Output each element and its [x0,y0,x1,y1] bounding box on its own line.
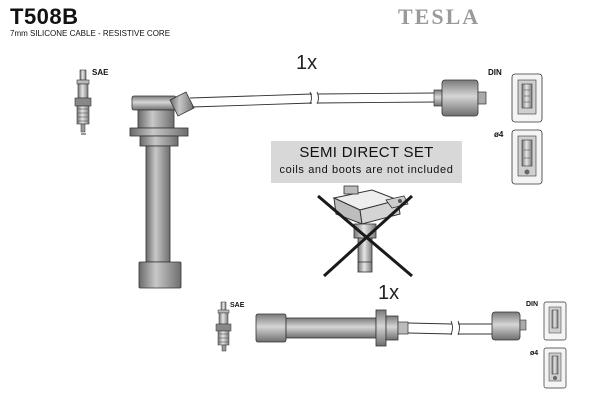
cable-2-wire [407,320,492,336]
din-terminal-icon [511,73,543,123]
cable-2-diameter-label: ø4 [530,350,539,357]
cable-2-din-label: DIN [526,301,539,308]
notice-title: SEMI DIRECT SET [299,144,434,161]
cable-2-plug-label: SAE [230,302,245,309]
not-included-cross-icon [317,194,414,278]
cable-1-wire [189,91,437,108]
cable-2-terminal-boot [491,311,527,341]
spark-plug-icon [74,69,92,135]
spark-plug-icon [215,301,232,352]
cable-1-plug-boot [129,91,195,289]
brand-logo: TESLA [398,4,481,29]
din-terminal-icon [543,301,567,341]
cable-1-quantity: 1x [296,52,318,74]
ignition-coil-icon [332,185,409,273]
cable-2-plug-boot [255,309,409,347]
semi-direct-set-notice: SEMI DIRECT SET coils and boots are not … [271,141,462,183]
cable-1-diameter-label: ø4 [494,130,504,139]
cable-2-quantity: 1x [378,282,400,304]
cable-1-plug-label: SAE [92,68,109,77]
diameter-4-terminal-icon [511,129,543,185]
cable-1-din-label: DIN [488,68,502,77]
cable-1-terminal-boot [433,79,487,117]
product-code: T508B [10,4,79,29]
diameter-4-terminal-icon [543,347,567,389]
notice-subtitle: coils and boots are not included [279,164,454,176]
cable-description: 7mm SILICONE CABLE - RESISTIVE CORE [10,29,171,38]
